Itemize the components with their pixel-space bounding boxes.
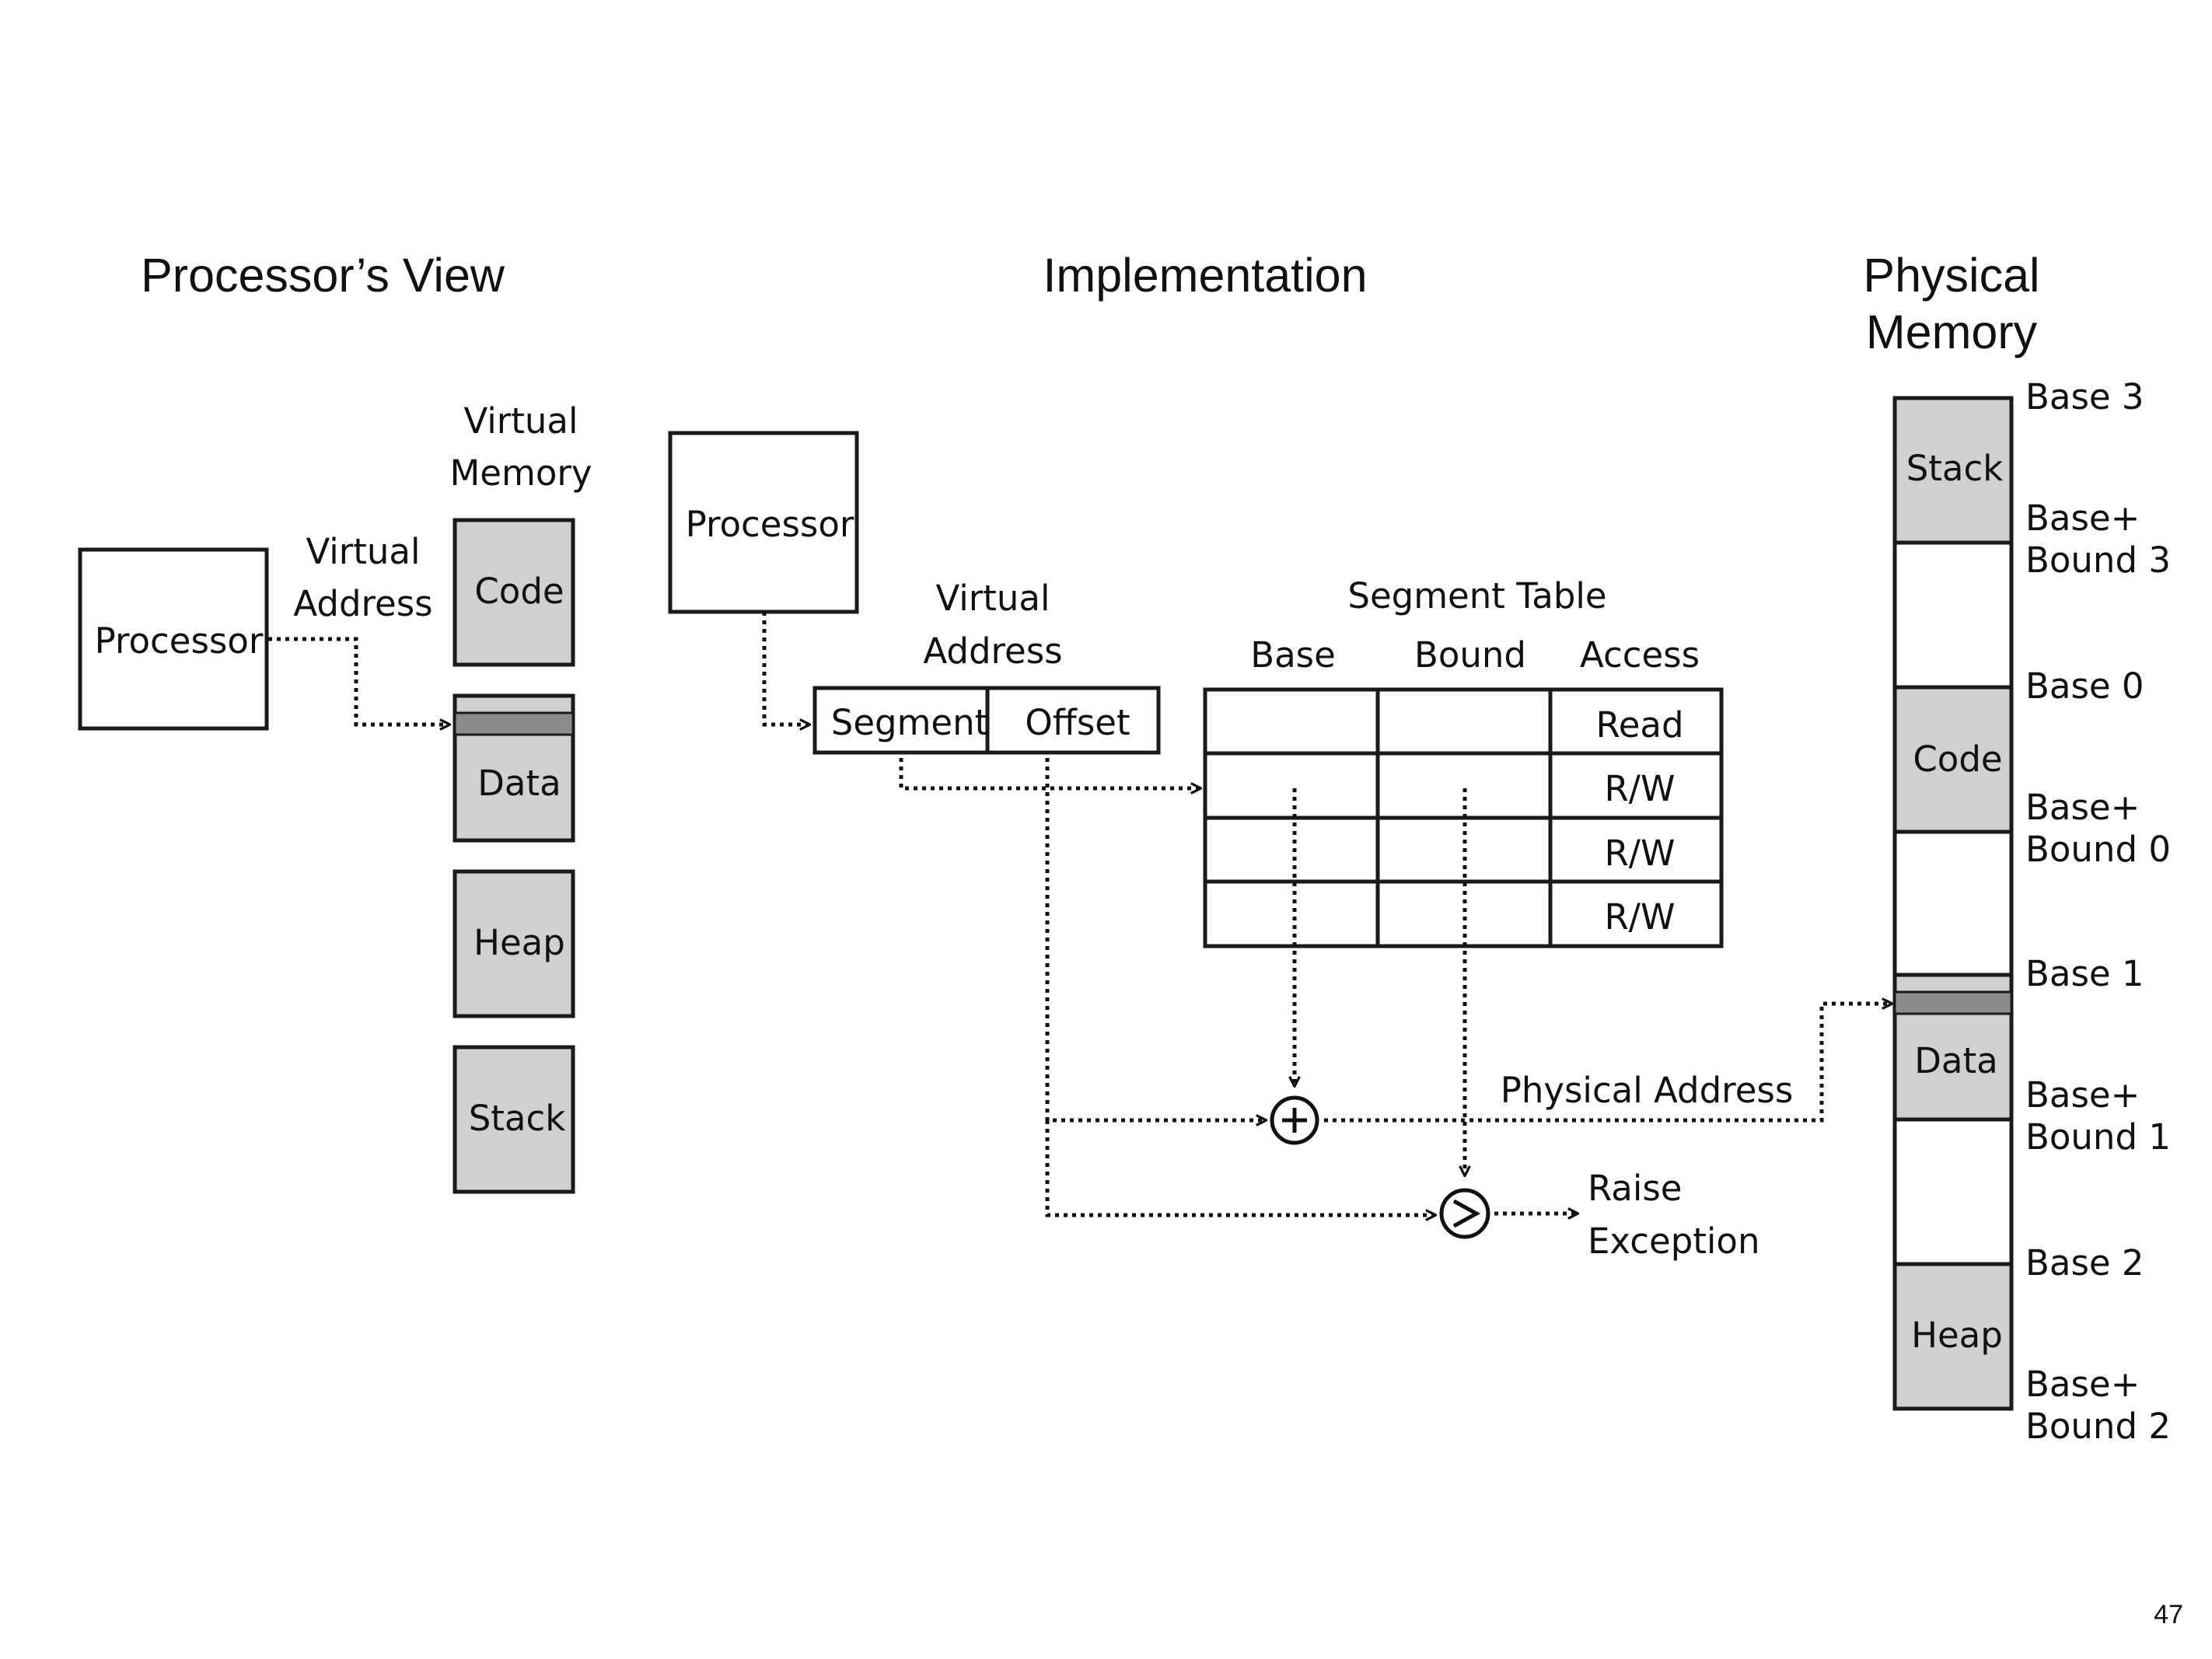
bound2-label-line2: Bound 2: [2025, 1406, 2171, 1447]
segment-table-access-cell: Read: [1595, 704, 1683, 746]
virtual-address-arrow: [268, 637, 449, 725]
physical-memory-column: [1892, 396, 2014, 1411]
physical-code-segment: [1892, 685, 2014, 834]
greater-than-icon: [1452, 1199, 1481, 1228]
segment-table-access-cell: R/W: [1605, 768, 1676, 809]
physical-address-label: Physical Address: [1501, 1070, 1794, 1111]
base0-label: Base 0: [2025, 665, 2144, 707]
bound0-label-line1: Base+: [2025, 787, 2140, 828]
virtual-heap-label: Heap: [474, 922, 565, 963]
bound2-label-line1: Base+: [2025, 1364, 2140, 1405]
comparator-icon: [1439, 1188, 1490, 1239]
segment-table-header-access: Access: [1580, 634, 1700, 676]
physical-stack-label: Stack: [1906, 448, 2004, 489]
segment-table-title: Segment Table: [1347, 575, 1606, 616]
virtual-heap-segment: [453, 869, 575, 1018]
offset-to-adder-arrow: [1045, 758, 1265, 1120]
segment-table-header-base: Base: [1250, 634, 1336, 676]
bound3-label-line1: Base+: [2025, 498, 2140, 539]
bound3-label-line2: Bound 3: [2025, 540, 2171, 581]
virtual-address-label-line2: Address: [293, 583, 432, 624]
offset-to-comparator-arrow: [1045, 1120, 1434, 1215]
base2-label: Base 2: [2025, 1242, 2144, 1284]
virtual-memory-label-line1: Virtual: [463, 400, 578, 442]
virtual-code-segment: [453, 518, 575, 667]
segment-table-access-cell: R/W: [1605, 833, 1676, 874]
virtual-memory-label-line2: Memory: [449, 452, 592, 494]
base3-label: Base 3: [2025, 376, 2144, 417]
physical-code-label: Code: [1913, 739, 2002, 780]
base1-label: Base 1: [2025, 953, 2144, 994]
segment-table-header-bound: Bound: [1414, 634, 1526, 676]
bound1-label-line2: Bound 1: [2025, 1116, 2171, 1158]
segment-table-access-cell: R/W: [1605, 896, 1676, 938]
processor-box: [78, 547, 269, 731]
implementation-heading: Implementation: [1043, 249, 1367, 302]
physical-memory-heading-line1: Physical: [1863, 249, 2039, 302]
virtual-stack-label: Stack: [469, 1098, 566, 1139]
physical-stack-segment: [1892, 396, 2014, 545]
virtual-stack-segment: [453, 1045, 575, 1194]
physical-data-band: [1893, 990, 2013, 1015]
raise-exception-label-line2: Exception: [1588, 1221, 1759, 1262]
raise-exception-label-line1: Raise: [1588, 1168, 1683, 1209]
physical-memory-heading-line2: Memory: [1866, 306, 2038, 358]
processor-label: Processor: [95, 620, 264, 662]
processor-view-heading: Processor’s View: [141, 249, 505, 302]
processor-view-group: Processor Virtual Address Virtual Memory…: [78, 400, 592, 1194]
physical-data-label: Data: [1914, 1040, 1997, 1081]
impl-virtual-address-line2: Address: [923, 630, 1062, 672]
physical-memory-group: Stack Code Data Heap Base 3 Base+ Bound …: [1892, 376, 2171, 1447]
impl-processor-label: Processor: [686, 504, 854, 545]
virtual-data-label: Data: [477, 763, 561, 804]
offset-field-label: Offset: [1025, 702, 1130, 743]
virtual-address-label-line1: Virtual: [306, 531, 420, 572]
bound0-label-line2: Bound 0: [2025, 829, 2171, 870]
physical-heap-segment: [1892, 1262, 2014, 1411]
impl-virtual-address-line1: Virtual: [935, 578, 1050, 619]
page-number: 47: [2154, 1600, 2183, 1629]
impl-processor-box: [668, 431, 859, 614]
physical-address-arrow: [1324, 1004, 1891, 1123]
virtual-data-band: [453, 711, 575, 736]
segment-index-arrow: [899, 758, 1200, 788]
physical-heap-label: Heap: [1911, 1315, 2003, 1356]
segment-field-label: Segment: [831, 702, 989, 743]
bound1-label-line1: Base+: [2025, 1074, 2140, 1116]
impl-processor-arrow: [762, 612, 809, 725]
implementation-group: Processor Virtual Address Segment Offset…: [668, 431, 1891, 1262]
virtual-code-label: Code: [474, 571, 564, 612]
